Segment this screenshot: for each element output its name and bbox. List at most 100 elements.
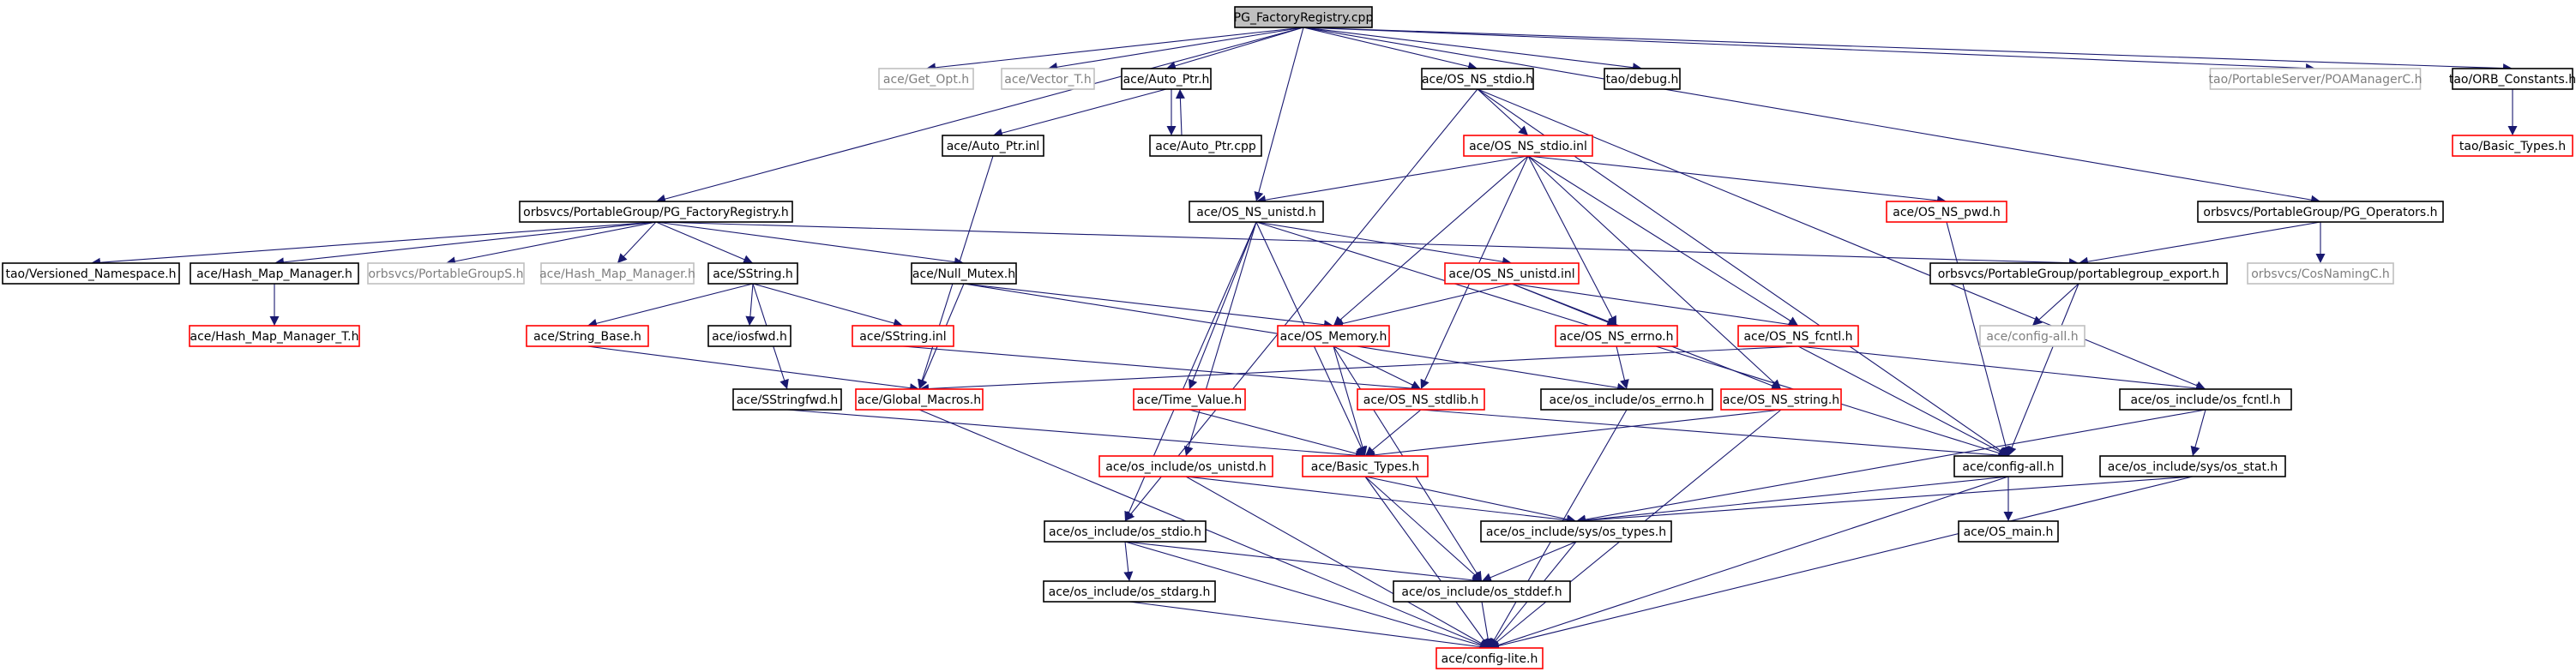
node-osnsunistd_inl[interactable]: ace/OS_NS_unistd.inl: [1444, 262, 1580, 285]
node-pgexport[interactable]: orbsvcs/PortableGroup/portablegroup_expo…: [1929, 262, 2228, 285]
node-timevalue[interactable]: ace/Time_Value.h: [1133, 388, 1246, 411]
node-configall[interactable]: ace/config-all.h: [1953, 455, 2063, 477]
node-osinc_types[interactable]: ace/os_include/sys/os_types.h: [1480, 520, 1672, 543]
edge-osmemory-to-osnsstdlib: [1333, 345, 1422, 390]
node-box: [1001, 68, 1095, 90]
edge-root-to-pgops: [1303, 27, 2321, 205]
node-label: ace/os_include/os_stddef.h: [1401, 585, 1562, 599]
node-box: [1958, 520, 2059, 543]
node-box: [1044, 520, 1207, 543]
node-label: ace/OS_main.h: [1964, 525, 2054, 539]
node-debug[interactable]: tao/debug.h: [1604, 68, 1681, 90]
edge-osinc_stdio-to-configlite: [1124, 541, 1490, 651]
node-configall_gray[interactable]: ace/config-all.h: [1979, 325, 2085, 347]
edge-sstring_inl-to-osnsstdlib: [902, 345, 1422, 393]
node-box: [1189, 201, 1324, 223]
edge: [1333, 283, 1513, 328]
node-osnsstdio_inl[interactable]: ace/OS_NS_stdio.inl: [1463, 135, 1593, 157]
edge: [1333, 345, 1368, 457]
node-globalmacros[interactable]: ace/Global_Macros.h: [855, 388, 984, 411]
node-osmain[interactable]: ace/OS_main.h: [1958, 520, 2059, 543]
edge: [1364, 476, 1490, 649]
node-autoptr_inl[interactable]: ace/Auto_Ptr.inl: [942, 135, 1044, 157]
node-osnspwd[interactable]: ace/OS_NS_pwd.h: [1886, 201, 2007, 223]
node-stringbase[interactable]: ace/String_Base.h: [526, 325, 649, 347]
node-hashmap_h2[interactable]: ace/Hash_Map_Manager.h: [539, 262, 695, 285]
edge: [1254, 27, 1304, 202]
node-label: ace/SString.inl: [859, 330, 946, 344]
node-osinc_stat[interactable]: ace/os_include/sys/os_stat.h: [2099, 455, 2286, 477]
node-box: [878, 68, 974, 90]
node-box: [1463, 135, 1593, 157]
node-box: [540, 262, 695, 285]
node-box: [1234, 6, 1373, 28]
node-box: [1737, 325, 1859, 347]
node-label: ace/OS_NS_stdio.h: [1422, 73, 1533, 87]
node-configlite[interactable]: ace/config-lite.h: [1435, 647, 1544, 669]
node-osinc_stdarg[interactable]: ace/os_include/os_stdarg.h: [1043, 580, 1216, 603]
edge-osinc_stdio-to-osinc_stdarg: [1123, 541, 1134, 582]
node-getopt[interactable]: ace/Get_Opt.h: [878, 68, 974, 90]
node-label: ace/Time_Value.h: [1137, 393, 1243, 407]
node-osnserrno[interactable]: ace/OS_NS_errno.h: [1555, 325, 1678, 347]
node-vector[interactable]: ace/Vector_T.h: [1001, 68, 1095, 90]
node-pgops[interactable]: orbsvcs/PortableGroup/PG_Operators.h: [2197, 201, 2444, 223]
node-poamgr[interactable]: tao/PortableServer/POAManagerC.h: [2209, 68, 2423, 90]
edge-autoptr_h-to-autoptr_inl: [992, 88, 1167, 138]
node-osnsstdlib[interactable]: ace/OS_NS_stdlib.h: [1357, 388, 1485, 411]
node-basictypes_ace[interactable]: ace/Basic_Types.h: [1302, 455, 1429, 477]
node-osmemory[interactable]: ace/OS_Memory.h: [1277, 325, 1390, 347]
node-osnsstdio_h[interactable]: ace/OS_NS_stdio.h: [1421, 68, 1534, 90]
node-iosfwd[interactable]: ace/iosfwd.h: [707, 325, 791, 347]
node-hashmap_h[interactable]: ace/Hash_Map_Manager.h: [190, 262, 359, 285]
node-osinc_errno[interactable]: ace/os_include/os_errno.h: [1540, 388, 1713, 411]
edge: [1481, 541, 1577, 582]
node-box: [2, 262, 180, 285]
node-orbconst[interactable]: tao/ORB_Constants.h: [2449, 68, 2576, 90]
edge: [963, 283, 1334, 330]
node-osinc_fcntl[interactable]: ace/os_include/os_fcntl.h: [2119, 388, 2292, 411]
edge-osinc_fcntl-to-osinc_stat: [2190, 409, 2206, 457]
node-osnsstring[interactable]: ace/OS_NS_string.h: [1720, 388, 1842, 411]
node-autoptr_h[interactable]: ace/Auto_Ptr.h: [1121, 68, 1212, 90]
edge: [1303, 27, 2513, 74]
node-versioned[interactable]: tao/Versioned_Namespace.h: [2, 262, 180, 285]
node-osnsunistd_h[interactable]: ace/OS_NS_unistd.h: [1189, 201, 1324, 223]
node-label: ace/Basic_Types.h: [1311, 460, 1419, 474]
node-root[interactable]: PG_FactoryRegistry.cpp: [1234, 6, 1374, 28]
node-label: ace/Get_Opt.h: [883, 73, 969, 87]
edge-osnsstdio_inl-to-osnsstring: [1527, 155, 1782, 390]
node-pgfr_h[interactable]: orbsvcs/PortableGroup/PG_FactoryRegistry…: [519, 201, 793, 223]
edge: [1124, 541, 1483, 585]
node-box: [190, 262, 359, 285]
edge: [1797, 345, 2206, 393]
node-osnsfcntl[interactable]: ace/OS_NS_fcntl.h: [1737, 325, 1859, 347]
node-basictypes_tao[interactable]: tao/Basic_Types.h: [2452, 135, 2573, 157]
edge: [1364, 476, 1577, 525]
edge: [90, 221, 657, 267]
node-pgs[interactable]: orbsvcs/PortableGroupS.h: [367, 262, 525, 285]
node-sstringfwd[interactable]: ace/SStringfwd.h: [732, 388, 842, 411]
node-cosnaming[interactable]: orbsvcs/CosNamingC.h: [2247, 262, 2394, 285]
node-box: [519, 201, 793, 223]
node-box: [1357, 388, 1485, 411]
edge: [655, 27, 1304, 204]
edge-root-to-getopt: [925, 27, 1304, 73]
edge-osnsstdio_inl-to-osnserrno: [1527, 155, 1617, 327]
node-sstring_h[interactable]: ace/SString.h: [707, 262, 798, 285]
edge-sstring_h-to-iosfwd: [745, 283, 755, 327]
edge: [1189, 409, 1366, 459]
node-osinc_unistd[interactable]: ace/os_include/os_unistd.h: [1098, 455, 1273, 477]
node-osinc_stddef[interactable]: ace/os_include/os_stddef.h: [1393, 580, 1571, 603]
node-label: ace/Hash_Map_Manager.h: [539, 267, 695, 281]
edge: [1575, 476, 2194, 525]
node-label: orbsvcs/PortableGroupS.h: [368, 267, 523, 281]
edge-stringbase-to-globalmacros: [587, 345, 920, 393]
node-sstring_inl[interactable]: ace/SString.inl: [852, 325, 954, 347]
node-nullmutex[interactable]: ace/Null_Mutex.h: [911, 262, 1017, 285]
node-hashmap_t[interactable]: ace/Hash_Map_Manager_T.h: [189, 325, 360, 347]
node-autoptr_cpp[interactable]: ace/Auto_Ptr.cpp: [1149, 135, 1262, 157]
edge: [1364, 409, 1422, 457]
node-osinc_stdio[interactable]: ace/os_include/os_stdio.h: [1044, 520, 1207, 543]
edge-osnsstdlib-to-configall: [1420, 409, 2009, 460]
